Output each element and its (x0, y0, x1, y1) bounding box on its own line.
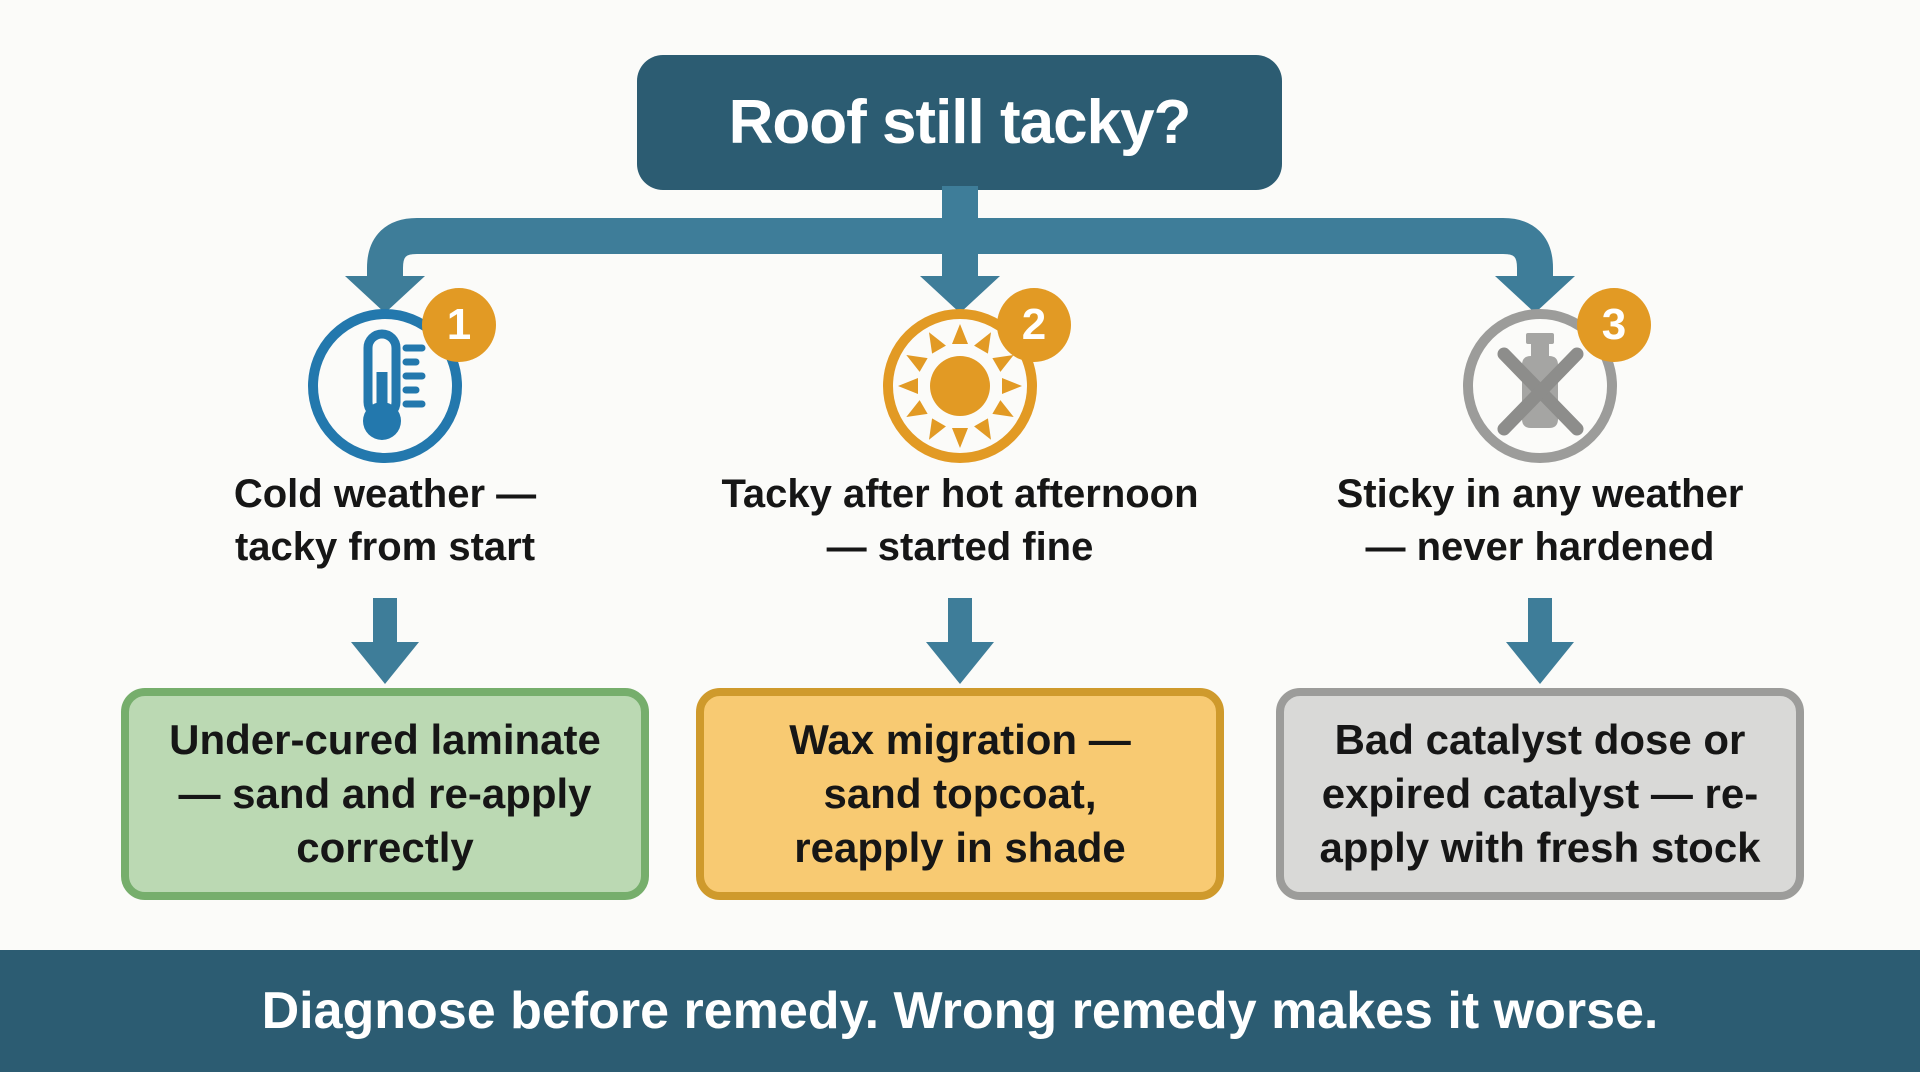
title-box: Roof still tacky? (637, 55, 1282, 190)
arrow-down-right (1495, 276, 1575, 313)
page-title: Roof still tacky? (728, 88, 1192, 157)
branch-column-1: 1 Cold weather — tacky from start Under-… (105, 280, 665, 905)
no-catalyst-icon (1460, 306, 1620, 466)
footer-message: Diagnose before remedy. Wrong remedy mak… (261, 982, 1659, 1040)
arrow-down-icon (926, 598, 994, 684)
step-number: 1 (446, 300, 472, 349)
branch-caption-1: Cold weather — tacky from start (233, 472, 537, 569)
arrow-down-icon (351, 598, 419, 684)
result-text: Bad catalyst dose or expired catalyst — … (1319, 716, 1761, 871)
step-number: 2 (1021, 300, 1047, 349)
footer-banner: Diagnose before remedy. Wrong remedy mak… (0, 950, 1920, 1072)
branch-connector-arrows (345, 186, 1575, 313)
step-badge-2: 2 (997, 288, 1071, 362)
step-badge-3: 3 (1577, 288, 1651, 362)
branch-column-2: 2 Tacky after hot afternoon — started fi… (680, 280, 1240, 905)
result-box-wax-migration: Wax migration — sand topcoat, reapply in… (696, 688, 1224, 900)
result-box-bad-catalyst: Bad catalyst dose or expired catalyst — … (1276, 688, 1804, 900)
step-badge-1: 1 (422, 288, 496, 362)
arrow-down-middle (920, 276, 1000, 313)
result-text: Wax migration — sand topcoat, reapply in… (789, 716, 1131, 871)
result-box-under-cured: Under-cured laminate — sand and re-apply… (121, 688, 649, 900)
step-number: 3 (1601, 300, 1627, 349)
sun-icon (880, 306, 1040, 466)
arrow-down-icon (1506, 598, 1574, 684)
branch-column-3: 3 Sticky in any weather — never hardened… (1260, 280, 1820, 905)
branch-caption-3: Sticky in any weather — never hardened (1336, 472, 1744, 569)
result-text: Under-cured laminate — sand and re-apply… (169, 716, 601, 871)
branch-caption-2: Tacky after hot afternoon — started fine (721, 472, 1199, 569)
arrow-down-left (345, 276, 425, 313)
thermometer-icon (305, 306, 465, 466)
